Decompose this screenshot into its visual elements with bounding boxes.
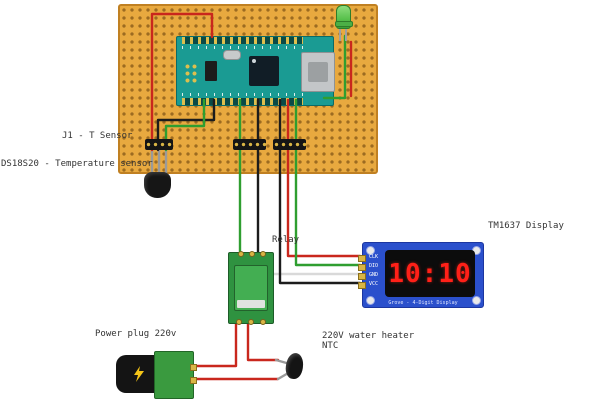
label-ds18s20: DS18S20 - Temperature sensor — [1, 159, 153, 169]
seven-segment-screen: 10:10 — [385, 250, 475, 297]
relay-module — [228, 251, 274, 325]
display-pin-label: CLK — [369, 254, 379, 260]
led-leg — [345, 26, 347, 41]
nano-pin-row-top — [182, 37, 303, 44]
relay-terminal-3 — [260, 319, 266, 325]
plug-terminal-neutral — [190, 377, 197, 384]
relay-terminal-1 — [236, 319, 242, 325]
led-green — [334, 5, 353, 45]
relay-pin-vcc — [238, 251, 244, 257]
relay-terminal-2 — [248, 319, 254, 325]
mounting-hole — [366, 246, 375, 255]
display-digits: 10:10 — [388, 258, 472, 289]
wire-mains-switched — [246, 320, 280, 362]
led-rim — [334, 21, 353, 27]
label-power-plug: Power plug 220v — [95, 329, 177, 339]
display-pin-clk — [358, 255, 366, 262]
label-j1-sensor: J1 - T Sensor — [62, 131, 133, 141]
display-pin-label: VCC — [369, 281, 379, 287]
nano-smd-component — [205, 61, 217, 81]
ntc-thermistor — [284, 351, 305, 381]
usb-connector-opening — [308, 62, 328, 82]
display-pin-dio — [358, 264, 366, 271]
display-caption: Grove - 4-Digit Display — [388, 300, 458, 306]
wire-mains-live — [188, 320, 238, 368]
label-tm1637-display: TM1637 Display — [488, 221, 564, 231]
pin-header-relay — [233, 139, 266, 150]
relay-pin-in — [260, 251, 266, 257]
label-ntc: NTC — [322, 341, 339, 351]
display-pin-label: GND — [369, 272, 379, 278]
nano-mcu-chip — [249, 56, 279, 86]
pin-header-display — [273, 139, 306, 150]
display-pin-gnd — [358, 273, 366, 280]
nano-silkscreen-top — [182, 46, 303, 49]
relay-cube — [234, 265, 268, 311]
relay-pin-gnd — [249, 251, 255, 257]
nano-usb-port — [301, 52, 335, 92]
mounting-hole — [366, 296, 375, 305]
nano-silkscreen-bottom — [182, 93, 303, 96]
tm1637-display-module: CLK DIO GND VCC 10:10 Grove - 4-Digit Di… — [358, 242, 484, 308]
pin-header-j1 — [145, 139, 173, 150]
mounting-hole — [472, 296, 481, 305]
power-plug-board — [154, 351, 197, 399]
label-relay: Relay — [272, 235, 300, 245]
arduino-nano — [176, 36, 335, 106]
nano-pin-row-bottom — [182, 98, 303, 105]
relay-stripe — [237, 300, 265, 308]
lightning-bolt-icon — [134, 366, 144, 382]
ds18s20-sensor — [144, 172, 171, 198]
display-pin-vcc — [358, 282, 366, 289]
nano-icsp-pins — [184, 63, 198, 83]
nano-crystal — [223, 50, 241, 60]
display-pin-label: DIO — [369, 263, 379, 269]
mcu-pin1-dot — [252, 59, 256, 63]
plug-terminal-live — [190, 364, 197, 371]
led-leg — [338, 26, 341, 41]
label-water-heater: 220V water heater — [322, 331, 415, 341]
